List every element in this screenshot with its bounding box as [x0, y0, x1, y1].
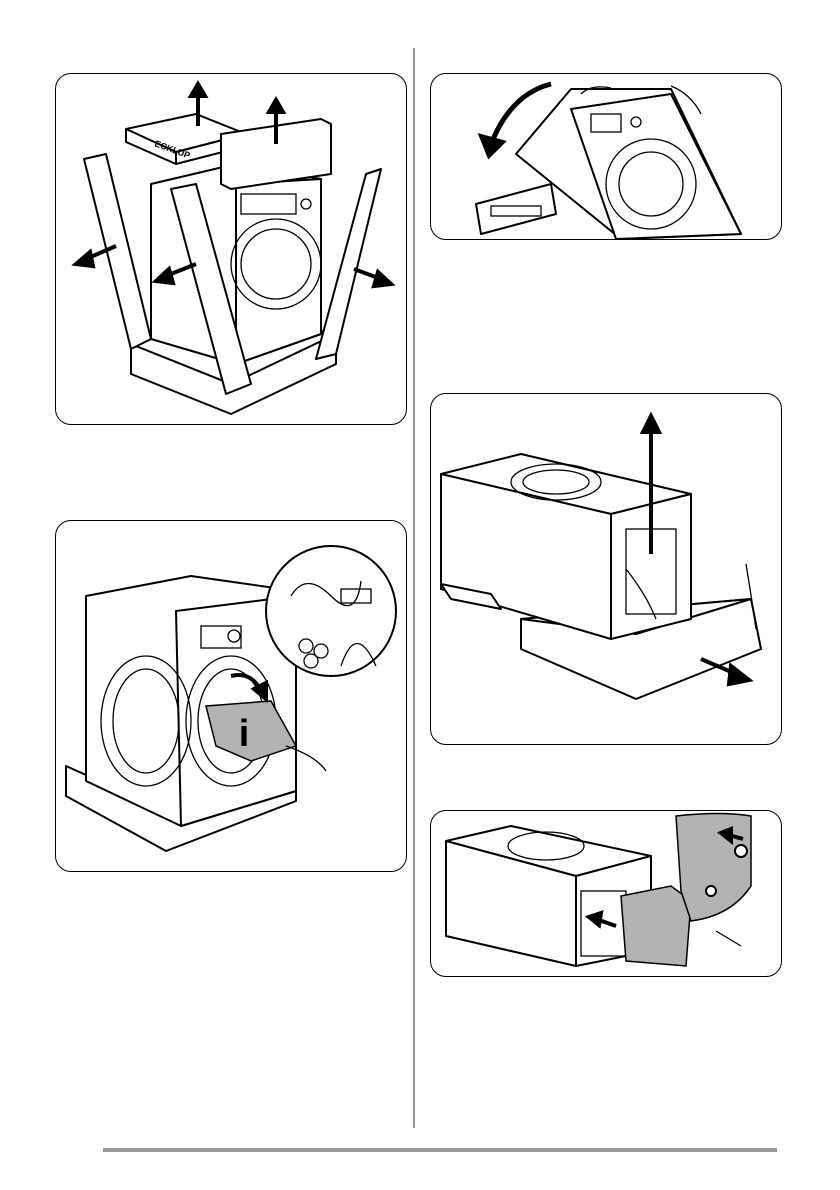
panel-accessories: i: [55, 520, 407, 872]
panel-tilt-remove-base: [430, 73, 782, 240]
column-divider: [413, 48, 415, 1128]
accessories-bag-illustration: i: [56, 521, 406, 871]
panel-remove-packaging: ECKLUP: [55, 73, 407, 425]
tilt-machine-remove-base-illustration: [431, 74, 781, 239]
panel-lift-off-base: [430, 393, 782, 745]
remove-packaging-illustration: ECKLUP: [56, 74, 406, 424]
footer-rule: [103, 1148, 777, 1152]
lift-machine-off-base-illustration: [431, 394, 781, 744]
panel-fit-rear-panel: [430, 810, 782, 977]
info-glyph: i: [239, 713, 250, 755]
fit-rear-panel-illustration: [431, 811, 781, 976]
